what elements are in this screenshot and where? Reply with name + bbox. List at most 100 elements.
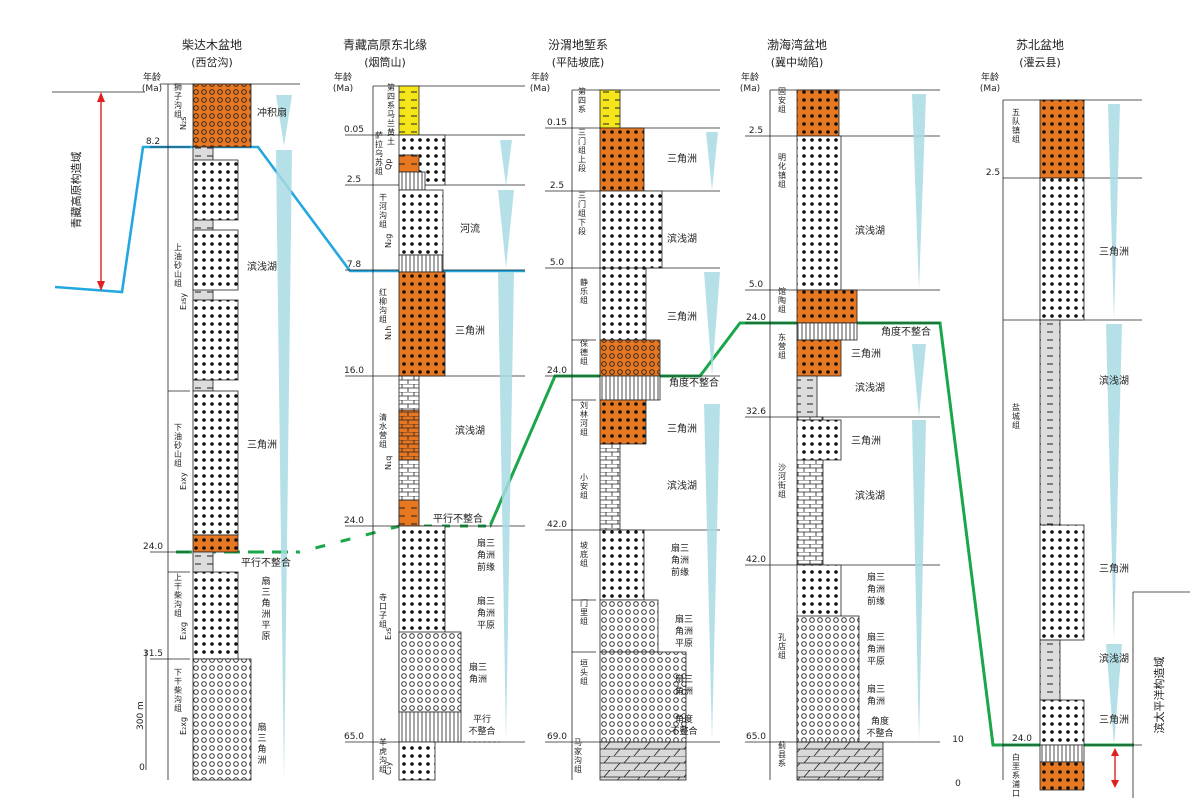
age-label: 24.0 <box>547 366 567 376</box>
axis-title: 年龄 <box>531 71 549 83</box>
lake-level-wedge <box>706 132 718 190</box>
age-label: 42.0 <box>547 520 567 530</box>
unconformity-label: 角度 <box>675 713 693 725</box>
formation-name-char: 组 <box>574 764 582 774</box>
formation-name-char: 萨 <box>375 130 383 140</box>
environment-label-char: 角 <box>257 743 266 755</box>
section-title: 苏北盆地 <box>1016 38 1064 52</box>
environment-label-char: 洲 <box>261 609 270 620</box>
environment-label: 角洲 <box>477 607 495 619</box>
formation-name-char: 下 <box>174 423 182 432</box>
formation-name-char: 马 <box>387 110 395 119</box>
scale-label: 10 <box>952 735 964 745</box>
formation-name-char: 保 <box>580 338 588 348</box>
axis-title: 年龄 <box>334 71 352 83</box>
formation-name-char: 沟 <box>379 305 387 315</box>
formation-name-char: 德 <box>580 347 588 357</box>
lithology-column-bohai-bed <box>796 339 842 377</box>
formation-name-char: 组 <box>578 208 586 218</box>
age-label: 32.6 <box>746 407 766 417</box>
age-label: 65.0 <box>344 732 364 742</box>
lithology-column-bohai-bed <box>796 375 818 418</box>
environment-label: 滨浅湖 <box>1099 374 1129 387</box>
environment-label: 角洲 <box>261 597 270 620</box>
age-label: 8.2 <box>146 137 160 147</box>
age-label: 2.5 <box>749 126 763 136</box>
formation-name-char: 小 <box>580 473 588 482</box>
lithology-column-qaidam-bed <box>192 658 252 781</box>
formation-name-char: 乐 <box>580 286 588 296</box>
formation-name-char: 沟 <box>174 694 182 704</box>
formation-name-char: 垩 <box>1012 762 1020 771</box>
age-label: 5.0 <box>550 258 565 268</box>
formation-name-char: 系 <box>387 100 395 110</box>
unconformity-label: 不整合 <box>468 725 495 737</box>
environment-label: 三角洲 <box>1099 246 1129 258</box>
unconformity-label: 平行不整合 <box>241 556 291 569</box>
lake-level-wedge <box>704 272 720 376</box>
environment-label: 滨浅湖 <box>455 424 485 437</box>
lithology-column-tibet-bed <box>398 741 436 781</box>
formation-name: 门里组 <box>580 598 588 626</box>
formation-name-char: 组 <box>379 439 387 449</box>
environment-label: 扇三 <box>867 571 885 583</box>
environment-label: 三角洲 <box>455 325 485 337</box>
lithology-column-subei-bed <box>1039 639 1061 701</box>
environment-label: 角洲 <box>671 554 689 566</box>
lake-level-wedge <box>498 190 514 268</box>
formation-name-char: 组 <box>174 109 182 119</box>
formation-name-char: 三 <box>578 191 586 200</box>
lithology-column-fenwei-bed <box>599 443 621 531</box>
environment-label: 三角洲 <box>851 348 881 360</box>
scale-zero: 0 <box>139 763 145 773</box>
formation-name-char: 虎 <box>379 746 387 756</box>
axis-unit: (Ma) <box>333 84 353 94</box>
formation-name-char: 乌 <box>375 148 383 158</box>
formation-name-char: 沟 <box>379 210 387 220</box>
formation-name-char: 门 <box>580 598 588 608</box>
axis-title: 年龄 <box>741 71 759 83</box>
environment-label: 三角洲 <box>851 435 881 447</box>
environment-label: 三角洲 <box>247 439 277 451</box>
formation-name-char: 队 <box>1012 116 1020 126</box>
formation-name-char: 系 <box>578 104 586 114</box>
formation-name-char: 组 <box>580 295 588 305</box>
formation-name-char: 化 <box>778 161 786 171</box>
formation-name-char: 土 <box>387 136 395 146</box>
formation-name-char: 组 <box>778 489 786 499</box>
environment-label: 冲积扇 <box>257 106 287 119</box>
age-label: 2.5 <box>550 181 564 191</box>
formation-name: 小安组 <box>580 473 588 500</box>
age-label: 42.0 <box>746 555 766 565</box>
environment-label: 滨浅湖 <box>667 479 697 492</box>
environment-label: 滨浅湖 <box>667 232 697 245</box>
formation-name-char: 店 <box>778 641 786 651</box>
lithology-column-bohai-bed <box>796 615 860 743</box>
environment-label: 平原 <box>675 638 693 649</box>
lake-level-wedge <box>912 420 926 742</box>
lithology-column-fenwei-bed <box>599 127 645 192</box>
environment-label: 扇三 <box>477 537 495 549</box>
lithology-column-fenwei-bed <box>599 399 647 445</box>
environment-label: 角洲 <box>477 549 495 561</box>
environment-label: 扇三 <box>261 575 270 598</box>
formation-code: E₃xy <box>179 472 188 490</box>
formation-name-char: 头 <box>580 667 588 677</box>
formation-name: 第四系 <box>578 86 586 114</box>
age-label: 5.0 <box>749 280 764 290</box>
lake-level-wedge <box>276 150 292 780</box>
formation-name-char: 三 <box>578 128 586 137</box>
environment-label: 三角洲 <box>1099 714 1129 726</box>
environment-label: 前缘 <box>477 561 495 573</box>
formation-name-char: 油 <box>174 431 182 441</box>
age-label: 65.0 <box>746 732 766 742</box>
